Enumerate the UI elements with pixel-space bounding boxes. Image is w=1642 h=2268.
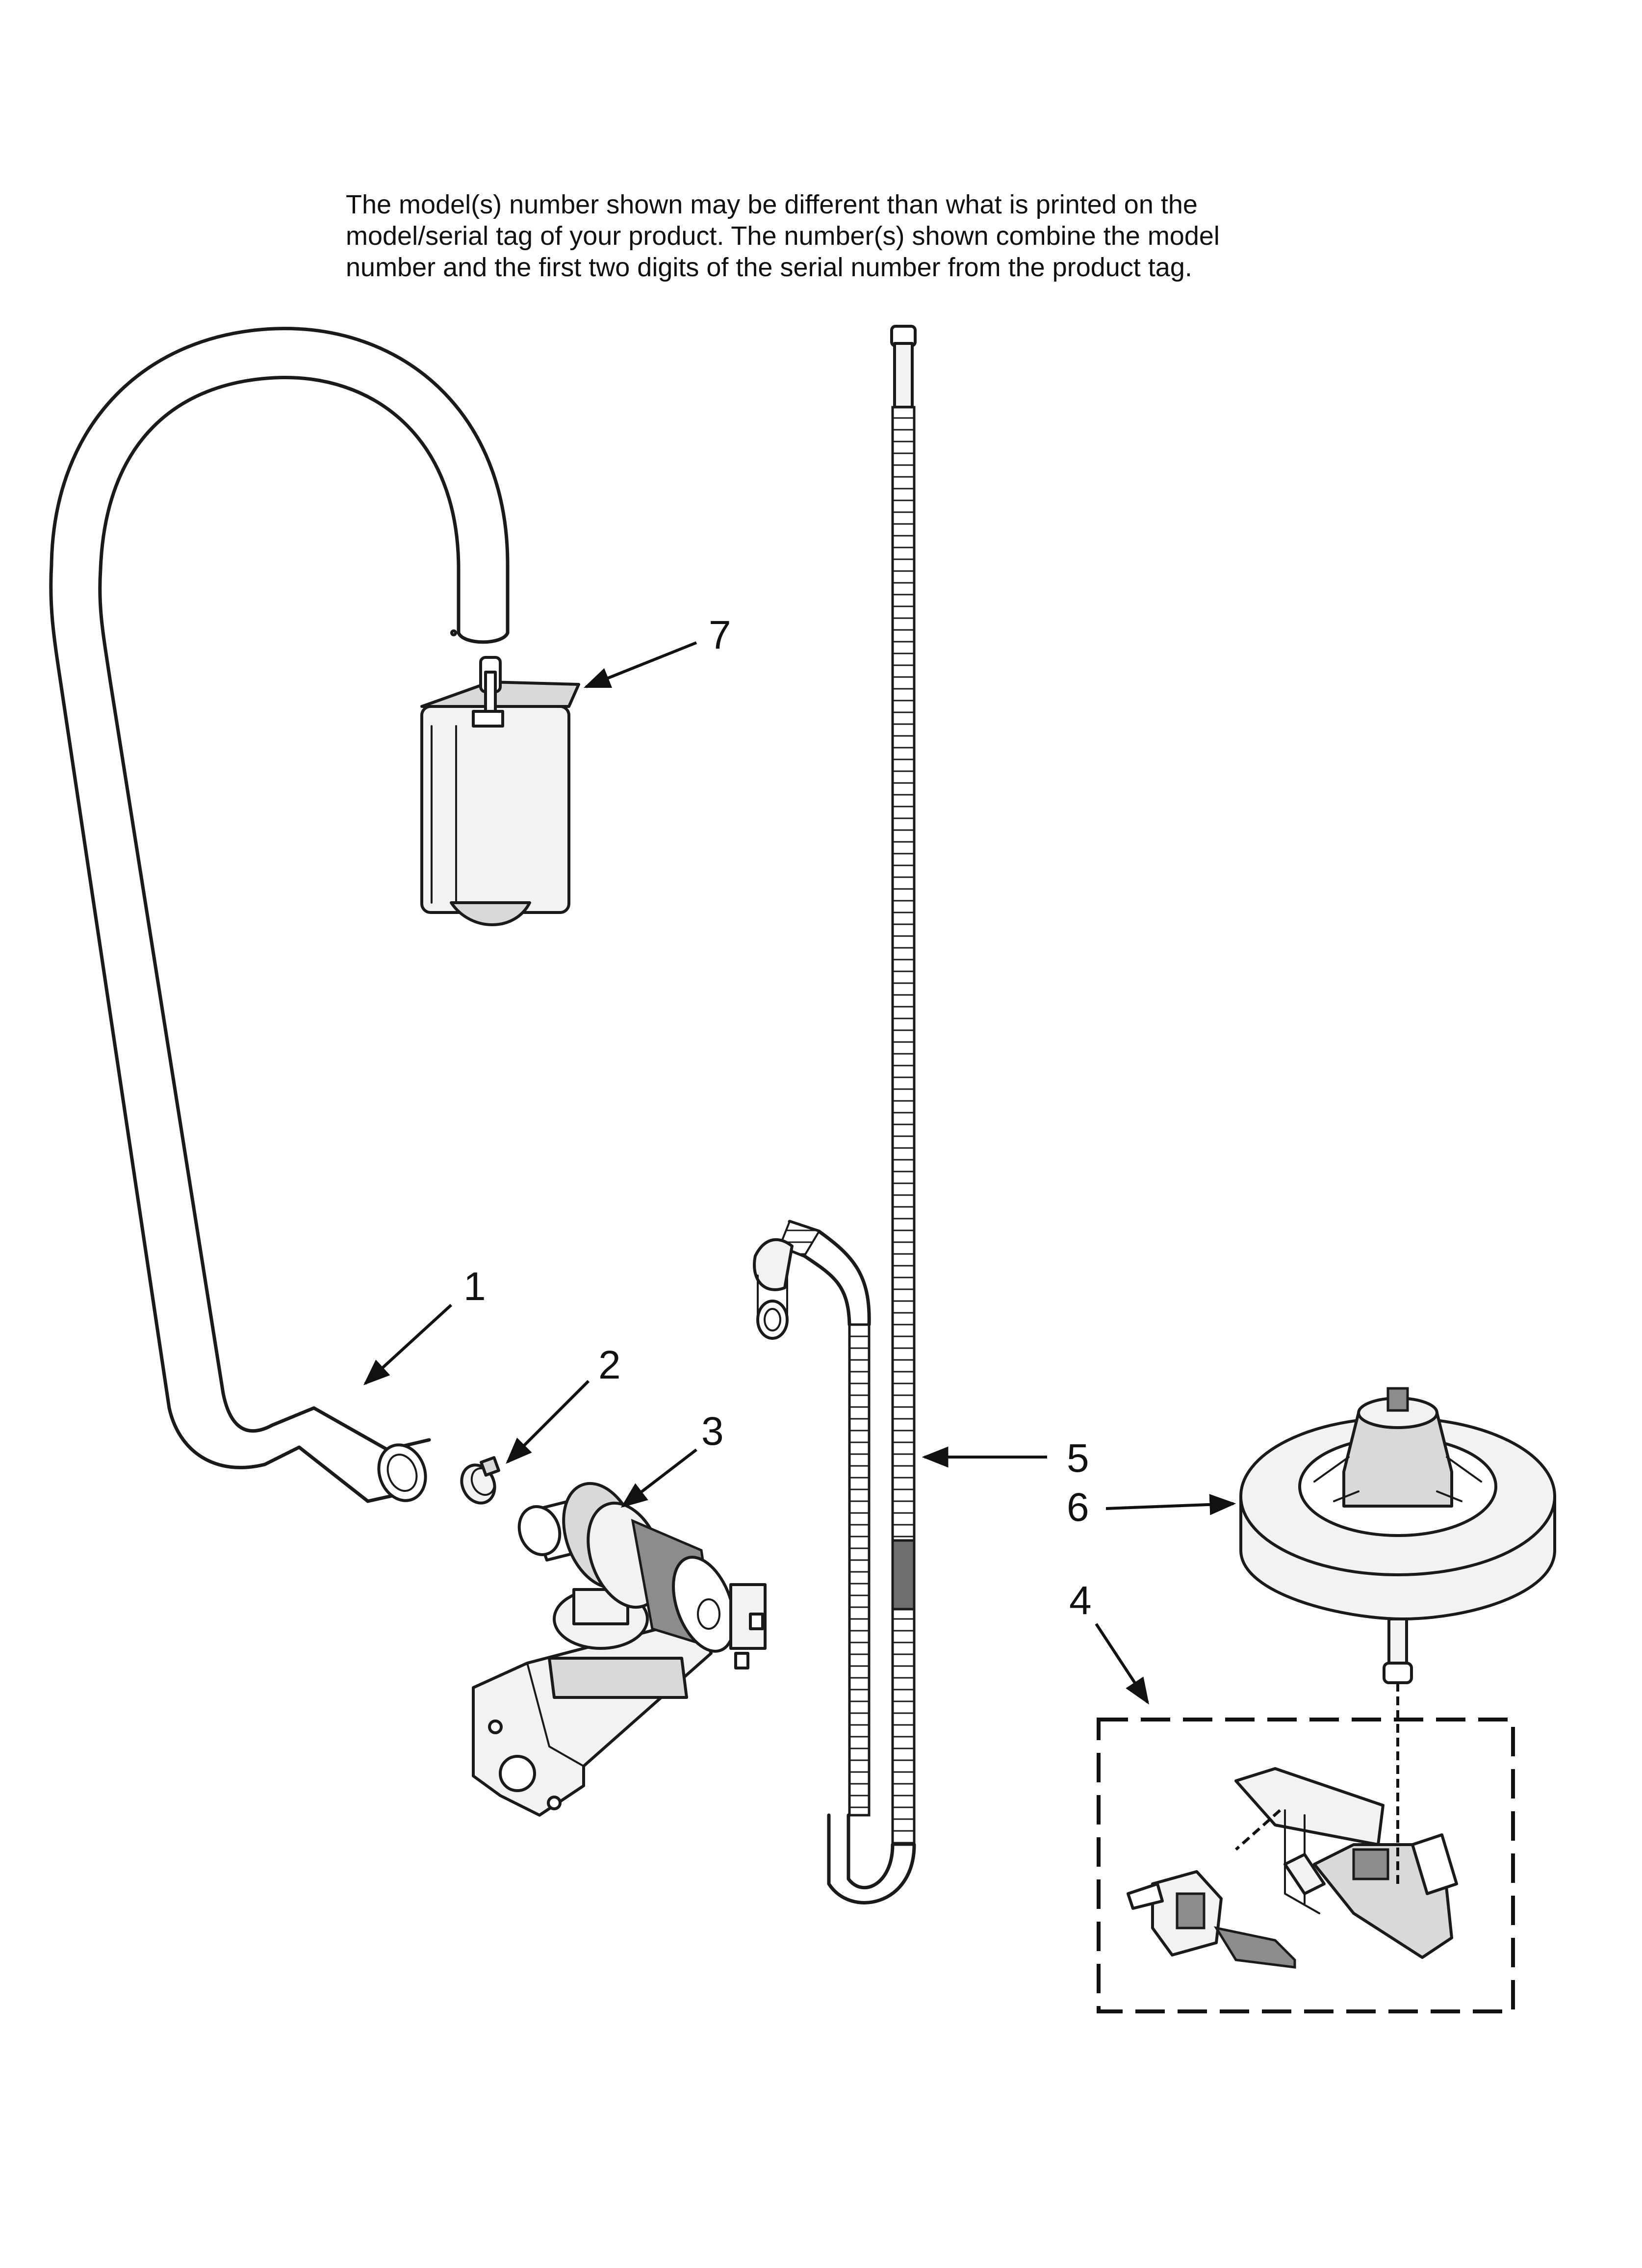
callout-label-7: 7 bbox=[709, 613, 731, 657]
callout-7: 7 bbox=[583, 613, 731, 688]
fill-hose-part-5 bbox=[753, 325, 917, 1904]
callout-label-5: 5 bbox=[1067, 1436, 1089, 1481]
drain-hose-part-1 bbox=[49, 327, 510, 1503]
hose-clamp-part-2 bbox=[460, 1456, 500, 1505]
callout-6: 6 bbox=[1067, 1485, 1236, 1530]
callout-label-4: 4 bbox=[1069, 1578, 1092, 1623]
callout-2: 2 bbox=[506, 1343, 621, 1464]
vent-box-part-7 bbox=[420, 656, 580, 926]
note-line-1: The model(s) number shown may be differe… bbox=[346, 190, 1198, 219]
callout-label-3: 3 bbox=[701, 1409, 724, 1454]
note-line-3: number and the first two digits of the s… bbox=[346, 253, 1192, 282]
callout-1: 1 bbox=[363, 1264, 486, 1385]
callout-5: 5 bbox=[922, 1436, 1089, 1481]
callout-3: 3 bbox=[620, 1409, 724, 1508]
float-part-6 bbox=[1239, 1387, 1556, 1684]
note-line-2: model/serial tag of your product. The nu… bbox=[346, 221, 1220, 251]
callout-label-6: 6 bbox=[1067, 1485, 1089, 1530]
float-switch-part-4 bbox=[1097, 1683, 1515, 2013]
inlet-valve-part-3 bbox=[472, 1482, 767, 1817]
model-number-note: The model(s) number shown may be differe… bbox=[346, 189, 1327, 283]
callout-label-1: 1 bbox=[463, 1264, 486, 1309]
callout-label-2: 2 bbox=[598, 1343, 621, 1387]
callout-4: 4 bbox=[1069, 1578, 1149, 1705]
